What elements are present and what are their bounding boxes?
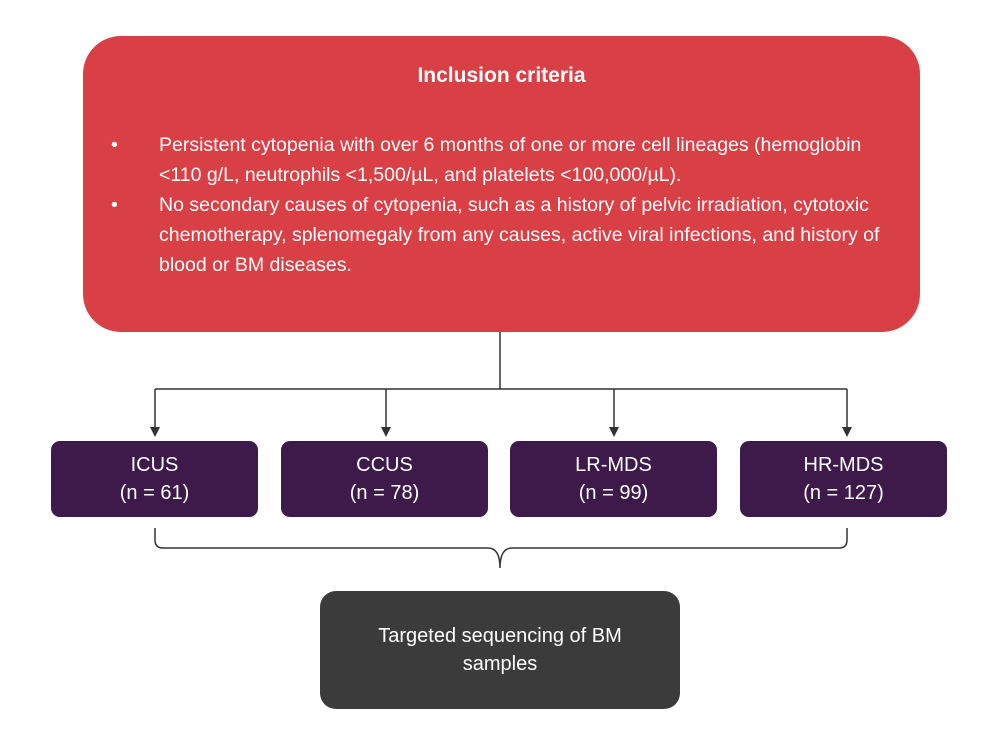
inclusion-criteria-box: Inclusion criteria • Persistent cytopeni…: [83, 36, 920, 332]
group-box-lr-mds: LR-MDS (n = 99): [510, 441, 717, 517]
criteria-item-text: Persistent cytopenia with over 6 months …: [159, 134, 862, 186]
criteria-item-text: No secondary causes of cytopenia, such a…: [159, 194, 880, 276]
group-name: HR-MDS: [803, 454, 884, 476]
group-count: (n = 78): [349, 482, 420, 504]
group-name: CCUS: [356, 454, 413, 476]
group-count: (n = 61): [119, 482, 190, 504]
group-box-icus: ICUS (n = 61): [51, 441, 258, 517]
outcome-label: Targeted sequencing of BM samples: [378, 625, 622, 675]
group-count: (n = 127): [803, 482, 884, 504]
group-box-hr-mds: HR-MDS (n = 127): [740, 441, 947, 517]
targeted-sequencing-box: Targeted sequencing of BM samples: [320, 591, 680, 709]
group-count: (n = 99): [578, 482, 649, 504]
bullet-icon: •: [111, 134, 118, 156]
criteria-title: Inclusion criteria: [417, 64, 586, 87]
criteria-item: • No secondary causes of cytopenia, such…: [111, 190, 896, 280]
criteria-list: • Persistent cytopenia with over 6 month…: [111, 130, 896, 280]
group-box-ccus: CCUS (n = 78): [281, 441, 488, 517]
group-name: LR-MDS: [575, 454, 652, 476]
grouping-brace: [154, 528, 848, 569]
criteria-item: • Persistent cytopenia with over 6 month…: [111, 130, 896, 190]
bullet-icon: •: [111, 194, 118, 216]
group-name: ICUS: [130, 454, 179, 476]
